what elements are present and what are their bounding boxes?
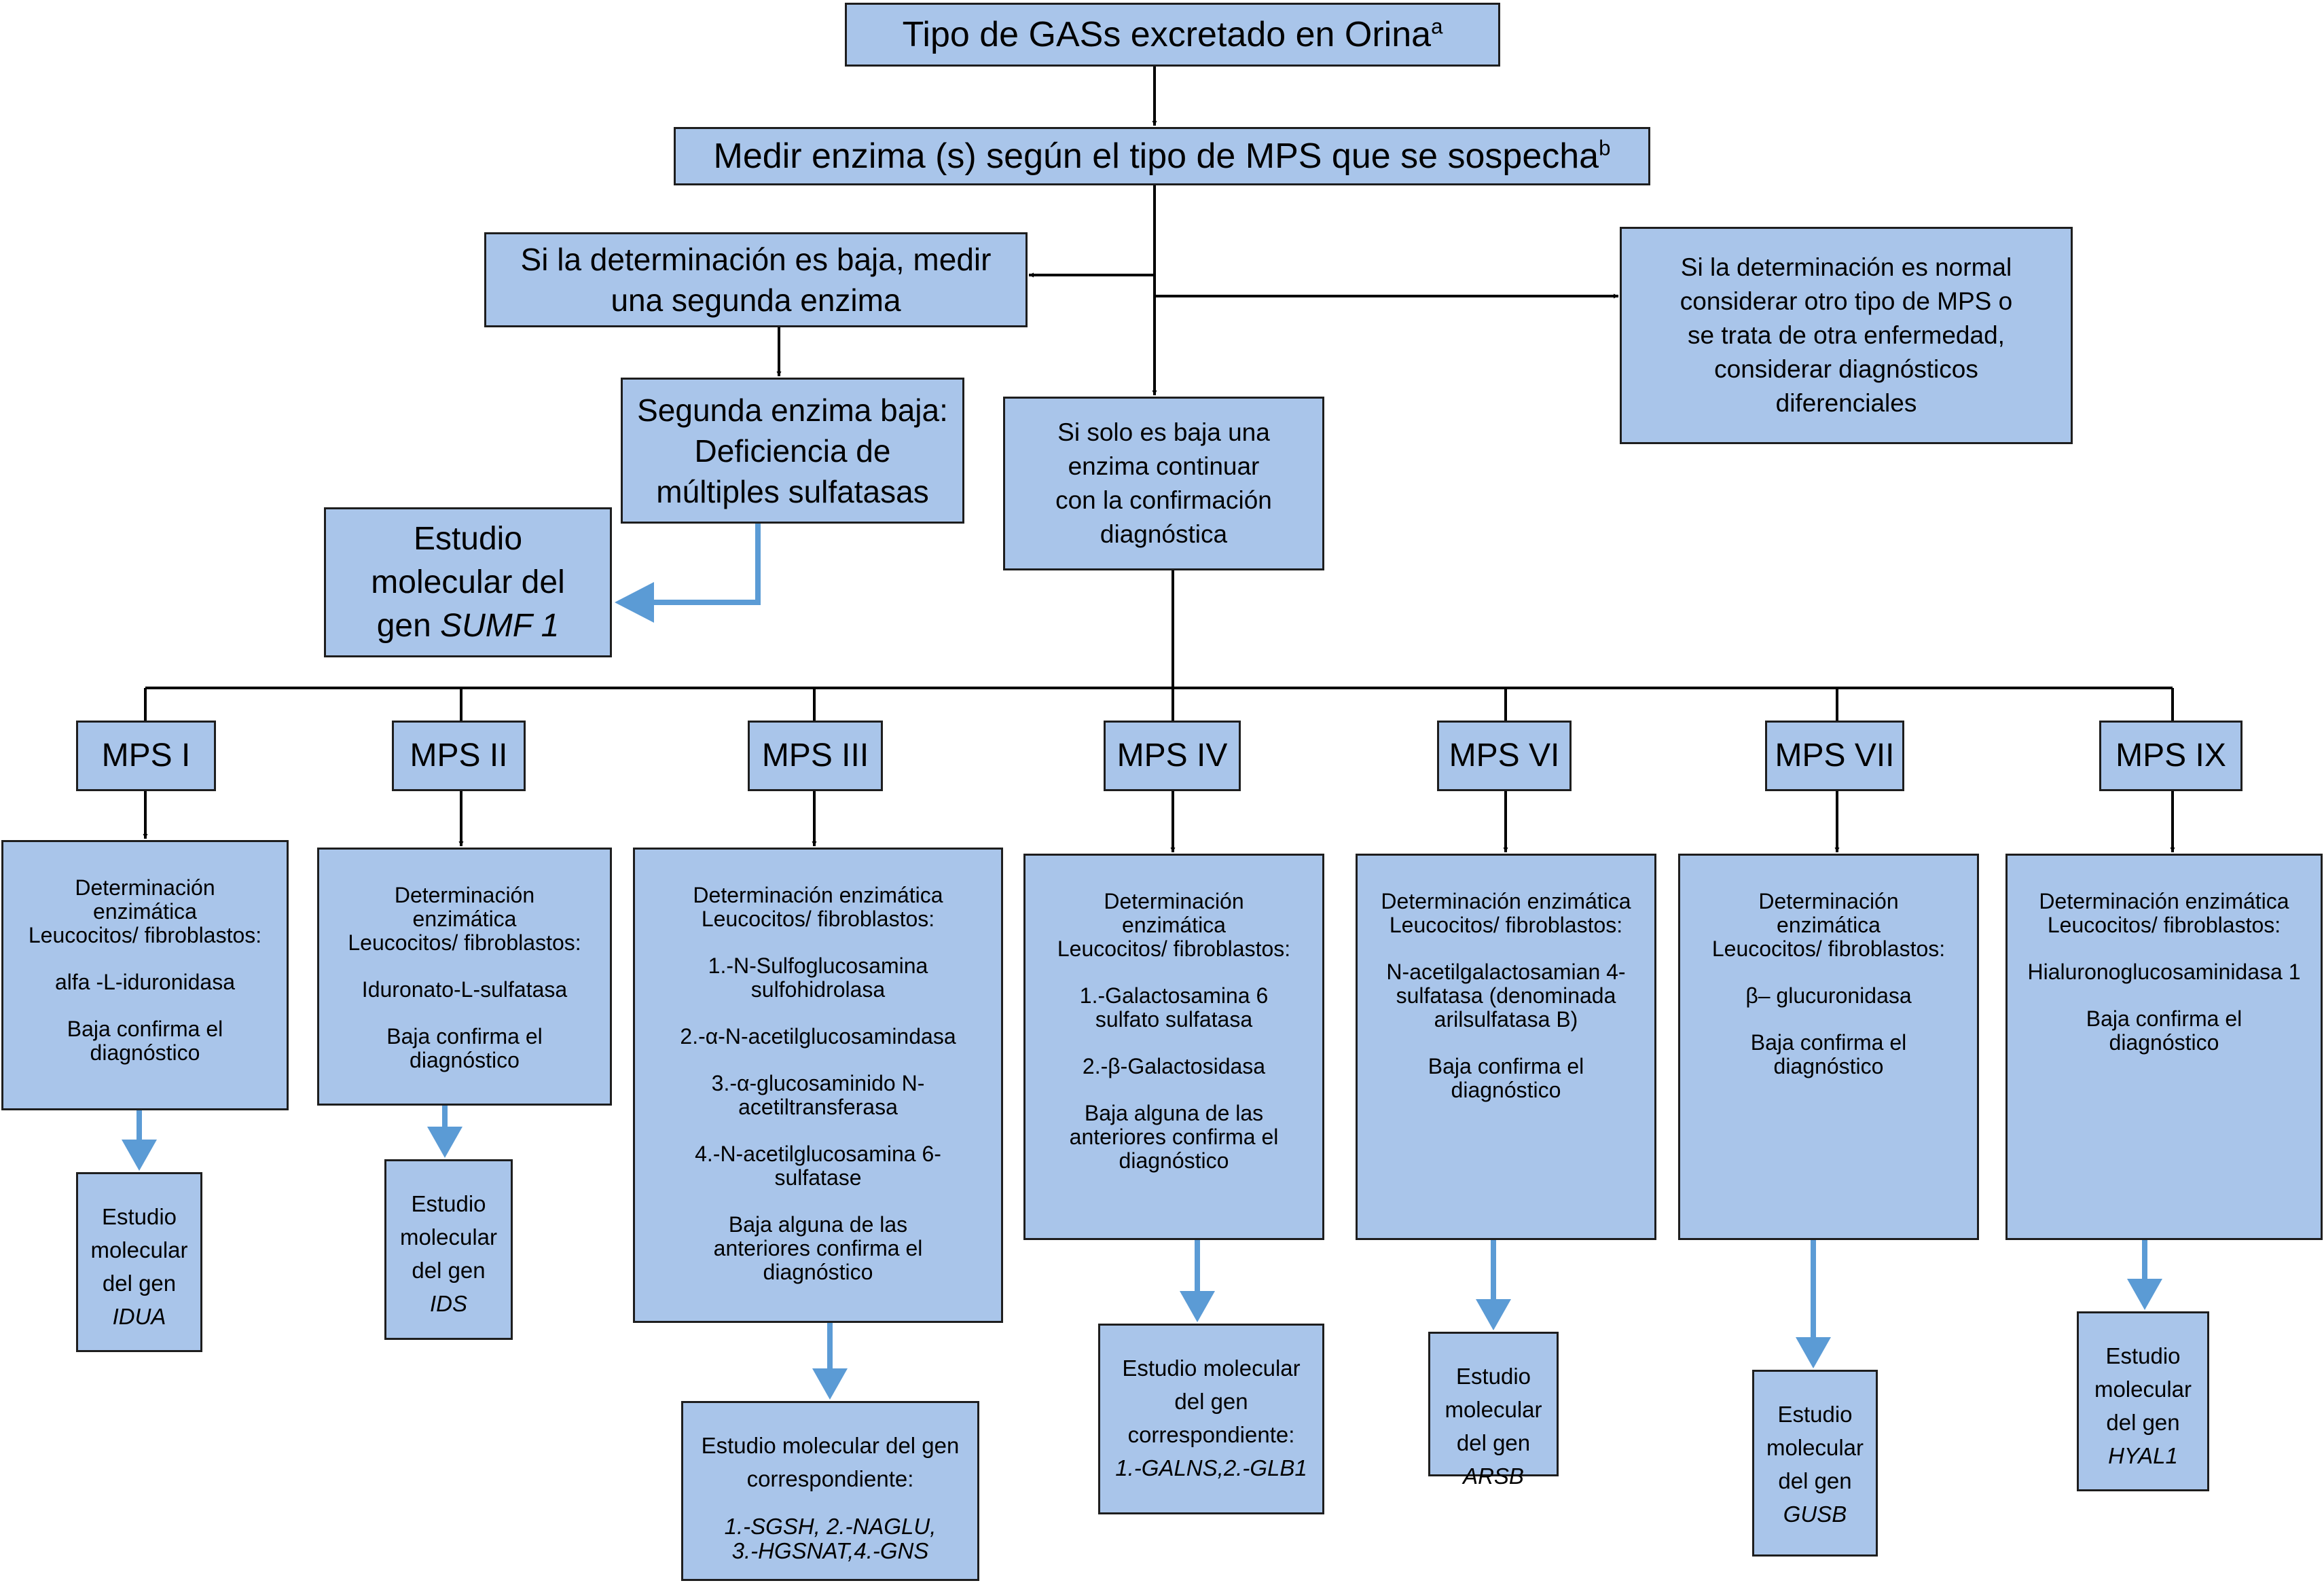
mps-i-box: MPS I: [76, 721, 216, 791]
text-line: Estudio: [1455, 1364, 1531, 1389]
blue-line-second-to-sumf: [649, 524, 761, 605]
urine-gags-box: Tipo de GASs excretado en Orinaa: [845, 3, 1500, 67]
blue-arrowhead-gene-0: [122, 1140, 157, 1171]
gene-name: HYAL1: [2108, 1443, 2178, 1468]
mps-vi-box: MPS VI: [1437, 721, 1572, 791]
gene-name: IDS: [429, 1291, 467, 1316]
low-result-box: Si la determinación es baja, medir una s…: [484, 232, 1028, 327]
normal-result-box: Si la determinación es normal considerar…: [1620, 227, 2073, 444]
measure-enzyme-box: Medir enzima (s) según el tipo de MPS qu…: [674, 127, 1650, 185]
mps-iii-box: MPS III: [748, 721, 883, 791]
mps-iv-box: MPS IV: [1104, 721, 1241, 791]
text-line: Estudio: [1777, 1402, 1853, 1427]
blue-arrowhead-sumf: [615, 582, 654, 623]
text-line: molecular: [399, 1224, 498, 1250]
text-line: 2.-β-Galactosidasa: [1082, 1054, 1266, 1078]
text-line: Estudio: [101, 1204, 177, 1229]
text-line: N-acetilgalactosamian 4-sulfatasa (denom…: [1386, 960, 1626, 1032]
mps-ix-box: MPS IX: [2099, 721, 2243, 791]
text-line: Iduronato-L-sulfatasa: [361, 977, 568, 1002]
mps-vii-box: MPS VII: [1765, 721, 1904, 791]
blue-arrowhead-gene-2: [812, 1368, 848, 1400]
text-line: Hialuronoglucosaminidasa 1: [2027, 960, 2301, 984]
text-line: del gen: [1778, 1468, 1852, 1493]
text-line: 2.-α-N-acetilglucosamindasa: [680, 1024, 956, 1049]
sumf1-study-box: Estudio molecular del gen SUMF 1: [324, 507, 612, 657]
second-enzyme-low-box: Segunda enzima baja: Deficiencia de múlt…: [621, 378, 964, 524]
text-line: alfa -L-iduronidasa: [54, 970, 236, 994]
gene-name: 1.-GALNS,2.-GLB1: [1115, 1455, 1307, 1480]
blue-arrowhead-gene-6: [2127, 1279, 2162, 1310]
gene-name: 1.-SGSH, 2.-NAGLU,3.-HGSNAT,4.-GNS: [724, 1514, 937, 1563]
mps-ii-box: MPS II: [392, 721, 526, 791]
text-line: molecular: [1766, 1435, 1864, 1460]
blue-arrowhead-gene-1: [427, 1127, 462, 1158]
text-line: molecular: [1445, 1397, 1542, 1422]
single-enzyme-low-box: Si solo es baja una enzima continuar con…: [1003, 397, 1324, 570]
text-line: del gen: [102, 1271, 177, 1296]
blue-arrowhead-gene-4: [1476, 1299, 1511, 1330]
text-line: del gen: [2106, 1410, 2180, 1435]
text-line: Estudio molecular: [1122, 1355, 1301, 1381]
text-line: del gen: [1174, 1389, 1248, 1414]
text-line: 4.-N-acetilglucosamina 6-sulfatase: [695, 1142, 941, 1190]
blue-arrowhead-gene-5: [1796, 1337, 1831, 1368]
text-line: molecular: [2094, 1377, 2192, 1402]
gene-name: ARSB: [1463, 1463, 1524, 1489]
text-line: 3.-α-glucosaminido N-acetiltransferasa: [711, 1071, 925, 1119]
text-line: Estudio molecular del gen: [701, 1433, 960, 1458]
text-line: del gen: [412, 1258, 486, 1283]
gene-name: IDUA: [112, 1304, 166, 1329]
blue-arrowhead-gene-3: [1180, 1291, 1215, 1322]
text-line: correspondiente:: [1127, 1422, 1295, 1447]
gene-name: GUSB: [1783, 1502, 1847, 1527]
mps-iv-gene-study-box: Estudio molecular del gen correspondiente:…: [1098, 1324, 1324, 1514]
text-line: Estudio: [411, 1191, 486, 1216]
text-line: molecular: [90, 1237, 188, 1262]
text-line: del gen: [1456, 1430, 1531, 1455]
text-line: Estudio: [2105, 1343, 2181, 1368]
text-line: correspondiente:: [746, 1466, 914, 1491]
mps-iii-gene-study-box: Estudio molecular del gen correspondiente…: [681, 1401, 979, 1581]
text-line: β– glucuronidasa: [1745, 983, 1912, 1008]
